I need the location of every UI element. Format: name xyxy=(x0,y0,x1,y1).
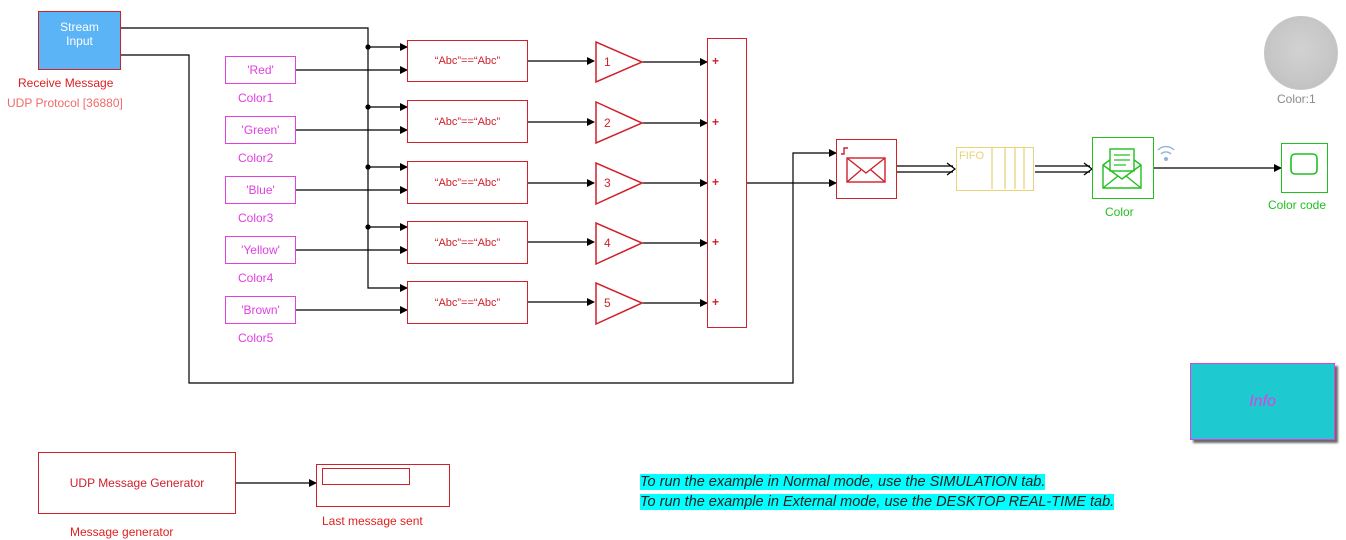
note-line-2: To run the example in External mode, use… xyxy=(640,494,1115,510)
color-lamp[interactable] xyxy=(1264,16,1338,90)
sum-block[interactable] xyxy=(707,38,747,328)
scope-label: Color code xyxy=(1268,198,1327,212)
message-arrow-1 xyxy=(946,162,956,176)
open-envelope-icon xyxy=(1102,148,1142,189)
stream-signal-line xyxy=(120,27,408,292)
constant-block-4[interactable]: 'Yellow' xyxy=(225,236,296,264)
compare-block-1[interactable]: “Abc”==“Abc” xyxy=(407,40,528,82)
gain-block-3[interactable] xyxy=(595,161,644,206)
note-text-2: To run the example in External mode, use… xyxy=(640,494,1115,510)
envelope-icon xyxy=(841,147,886,183)
gain-value-4: 4 xyxy=(604,236,611,250)
message-generator-label: Message generator xyxy=(70,525,174,539)
message-arrow-2 xyxy=(1083,162,1093,176)
info-button[interactable]: Info xyxy=(1190,363,1335,440)
stream-input-label: Receive Message xyxy=(18,76,114,90)
stream-input-text-1: Stream xyxy=(60,20,99,34)
display-label: Last message sent xyxy=(322,514,423,528)
constant-block-3[interactable]: 'Blue' xyxy=(225,176,296,204)
scope-block[interactable] xyxy=(1281,143,1328,193)
gain-block-2[interactable] xyxy=(595,100,644,145)
receive-block[interactable] xyxy=(1092,137,1154,199)
receive-label: Color xyxy=(1105,205,1134,219)
send-block[interactable] xyxy=(836,139,897,199)
constant-label-4: Color4 xyxy=(238,271,274,285)
message-generator-block[interactable]: UDP Message Generator xyxy=(38,452,236,514)
compare-block-4[interactable]: “Abc”==“Abc” xyxy=(407,221,528,264)
constant-label-5: Color5 xyxy=(238,331,274,345)
display-block[interactable] xyxy=(316,464,450,507)
sum-sign-2: + xyxy=(712,115,720,129)
queue-slots-icon xyxy=(991,148,1025,189)
lamp-label: Color:1 xyxy=(1277,92,1316,106)
gain-value-5: 5 xyxy=(604,296,611,310)
compare-block-2[interactable]: “Abc”==“Abc” xyxy=(407,100,528,143)
gain-value-2: 2 xyxy=(604,116,611,130)
note-line-1: To run the example in Normal mode, use t… xyxy=(640,474,1046,490)
compare-block-5[interactable]: “Abc”==“Abc” xyxy=(407,281,528,324)
gain-value-1: 1 xyxy=(604,55,611,69)
stream-input-sublabel: UDP Protocol [36880] xyxy=(7,96,123,110)
fifo-label: FIFO xyxy=(959,150,985,162)
sum-sign-3: + xyxy=(712,175,720,189)
gain-block-1[interactable] xyxy=(595,40,644,84)
sum-sign-5: + xyxy=(712,295,720,309)
constant-block-1[interactable]: 'Red' xyxy=(225,56,296,84)
constant-block-5[interactable]: 'Brown' xyxy=(225,296,296,324)
stream-input-block[interactable]: Stream Input xyxy=(38,11,121,70)
sum-sign-1: + xyxy=(712,54,720,68)
constant-label-2: Color2 xyxy=(238,151,274,165)
gain-block-4[interactable] xyxy=(595,221,644,266)
display-field xyxy=(322,468,410,485)
constant-label-3: Color3 xyxy=(238,211,274,225)
gain-block-5[interactable] xyxy=(595,281,644,326)
wireless-icon xyxy=(1157,145,1175,161)
sum-sign-4: + xyxy=(712,235,720,249)
constant-block-2[interactable]: 'Green' xyxy=(225,116,296,144)
scope-screen-icon xyxy=(1290,153,1318,175)
note-text-1: To run the example in Normal mode, use t… xyxy=(640,474,1046,490)
constant-label-1: Color1 xyxy=(238,91,274,105)
message-line-2 xyxy=(1035,165,1090,173)
message-line-1 xyxy=(897,165,953,173)
compare-block-3[interactable]: “Abc”==“Abc” xyxy=(407,161,528,204)
fifo-queue-block[interactable]: FIFO xyxy=(956,147,1034,191)
gain-value-3: 3 xyxy=(604,176,611,190)
stream-trigger-line xyxy=(120,54,837,384)
stream-input-text-2: Input xyxy=(66,34,93,48)
